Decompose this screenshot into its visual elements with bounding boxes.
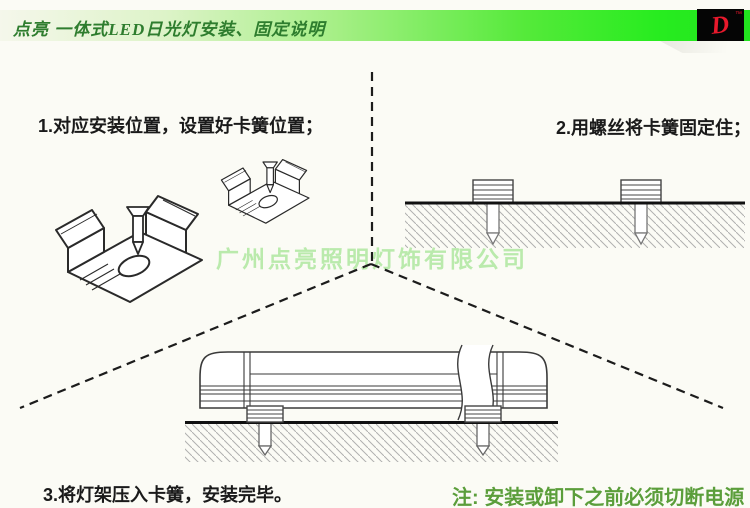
step-2-label: 2.用螺丝将卡簧固定住；	[556, 118, 750, 138]
company-watermark: 广州点亮照明灯饰有限公司	[216, 247, 528, 272]
hatch-region	[405, 204, 745, 248]
header-bar: 点亮 一体式LED日光灯安装、固定说明	[0, 10, 750, 41]
lamp-fixture	[199, 344, 548, 421]
power-warning-note: 注: 安装或卸下之前必须切断电源	[452, 487, 745, 508]
trademark-mark: ™	[735, 11, 742, 18]
figure-lamp-pressed-into-clips	[185, 344, 558, 462]
brand-logo: D ™	[697, 9, 744, 41]
step-3-label: 3.将灯架压入卡簧，安装完毕。	[43, 485, 293, 505]
hatch-region	[185, 424, 558, 462]
divider-right-diagonal	[370, 262, 724, 410]
break-mark-mask	[457, 345, 494, 420]
page-title: 点亮 一体式LED日光灯安装、固定说明	[13, 20, 326, 39]
step-1-label: 1.对应安装位置，设置好卡簧位置；	[38, 116, 324, 136]
divider-left-diagonal	[19, 262, 372, 410]
figure-clips-screwed-to-surface	[405, 179, 745, 248]
header-shadow	[660, 41, 750, 53]
